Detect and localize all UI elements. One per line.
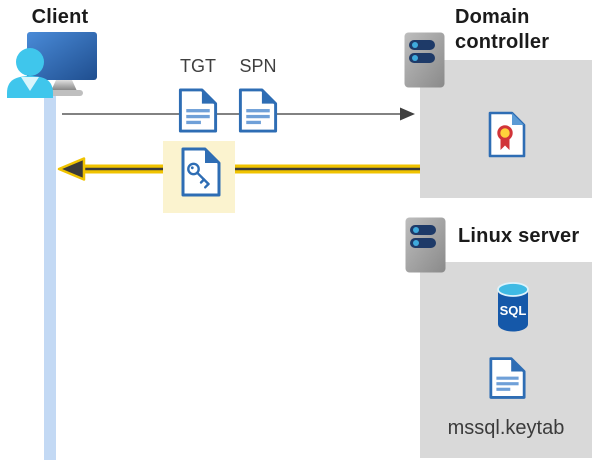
sql-badge-text: SQL xyxy=(500,303,527,318)
spn-label: SPN xyxy=(239,56,277,76)
tgt-label: TGT xyxy=(180,56,216,76)
certificate-icon xyxy=(488,111,526,158)
request-arrow xyxy=(62,107,415,121)
spn-document-icon xyxy=(238,88,278,133)
keytab-file-icon xyxy=(489,357,526,399)
client-label: Client xyxy=(31,6,89,28)
domain-controller-label: Domain controller xyxy=(455,6,550,53)
client-rail xyxy=(44,95,56,460)
linux-server-label: Linux server xyxy=(458,225,580,247)
tgt-document-icon xyxy=(178,88,218,133)
sql-database-icon: SQL xyxy=(497,282,529,332)
linux-server-icon xyxy=(405,217,446,273)
response-arrow xyxy=(57,157,420,181)
client-workstation-icon xyxy=(7,32,97,98)
keytab-filename-label: mssql.keytab xyxy=(447,417,565,439)
domain-controller-server-icon xyxy=(404,32,445,88)
service-ticket-key-icon xyxy=(181,147,221,197)
